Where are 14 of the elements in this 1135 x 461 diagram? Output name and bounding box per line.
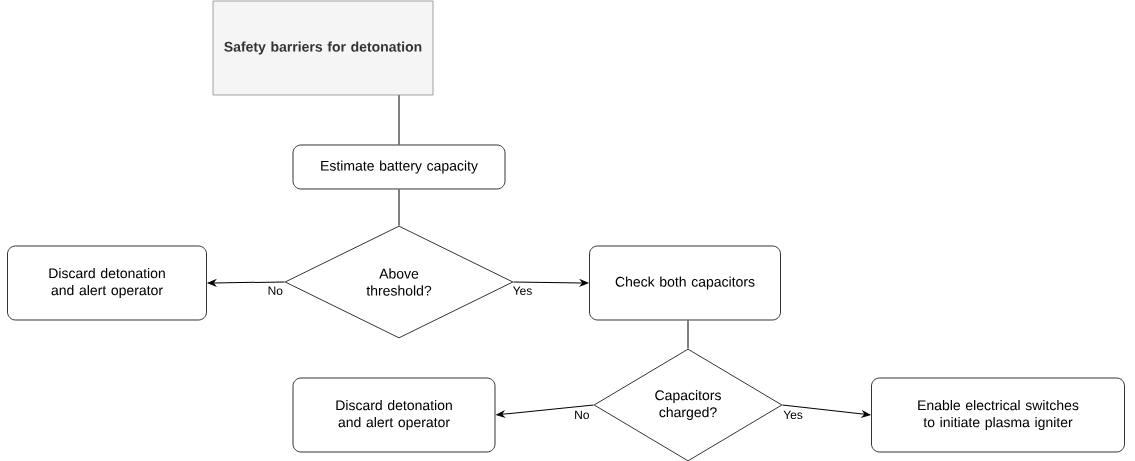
arrow: [207, 279, 286, 287]
edge-label: No: [573, 409, 591, 421]
edge-label: Yes: [782, 409, 804, 421]
edge-label: No: [266, 285, 284, 296]
process-box: Estimate battery capacity: [292, 144, 506, 190]
process-box: Check both capacitors: [589, 245, 781, 321]
arrow: [496, 404, 595, 418]
edge-label: Yes: [511, 285, 534, 296]
title-box: Safety barriers for detonation: [212, 0, 434, 96]
arrow: [512, 279, 589, 287]
process-box: Discard detonation and alert operator: [7, 245, 207, 321]
arrow: [781, 404, 871, 418]
process-box: Enable electrical switches to initiate plasma igniter: [871, 377, 1125, 453]
process-box: Discard detonation and alert operator: [292, 377, 496, 453]
